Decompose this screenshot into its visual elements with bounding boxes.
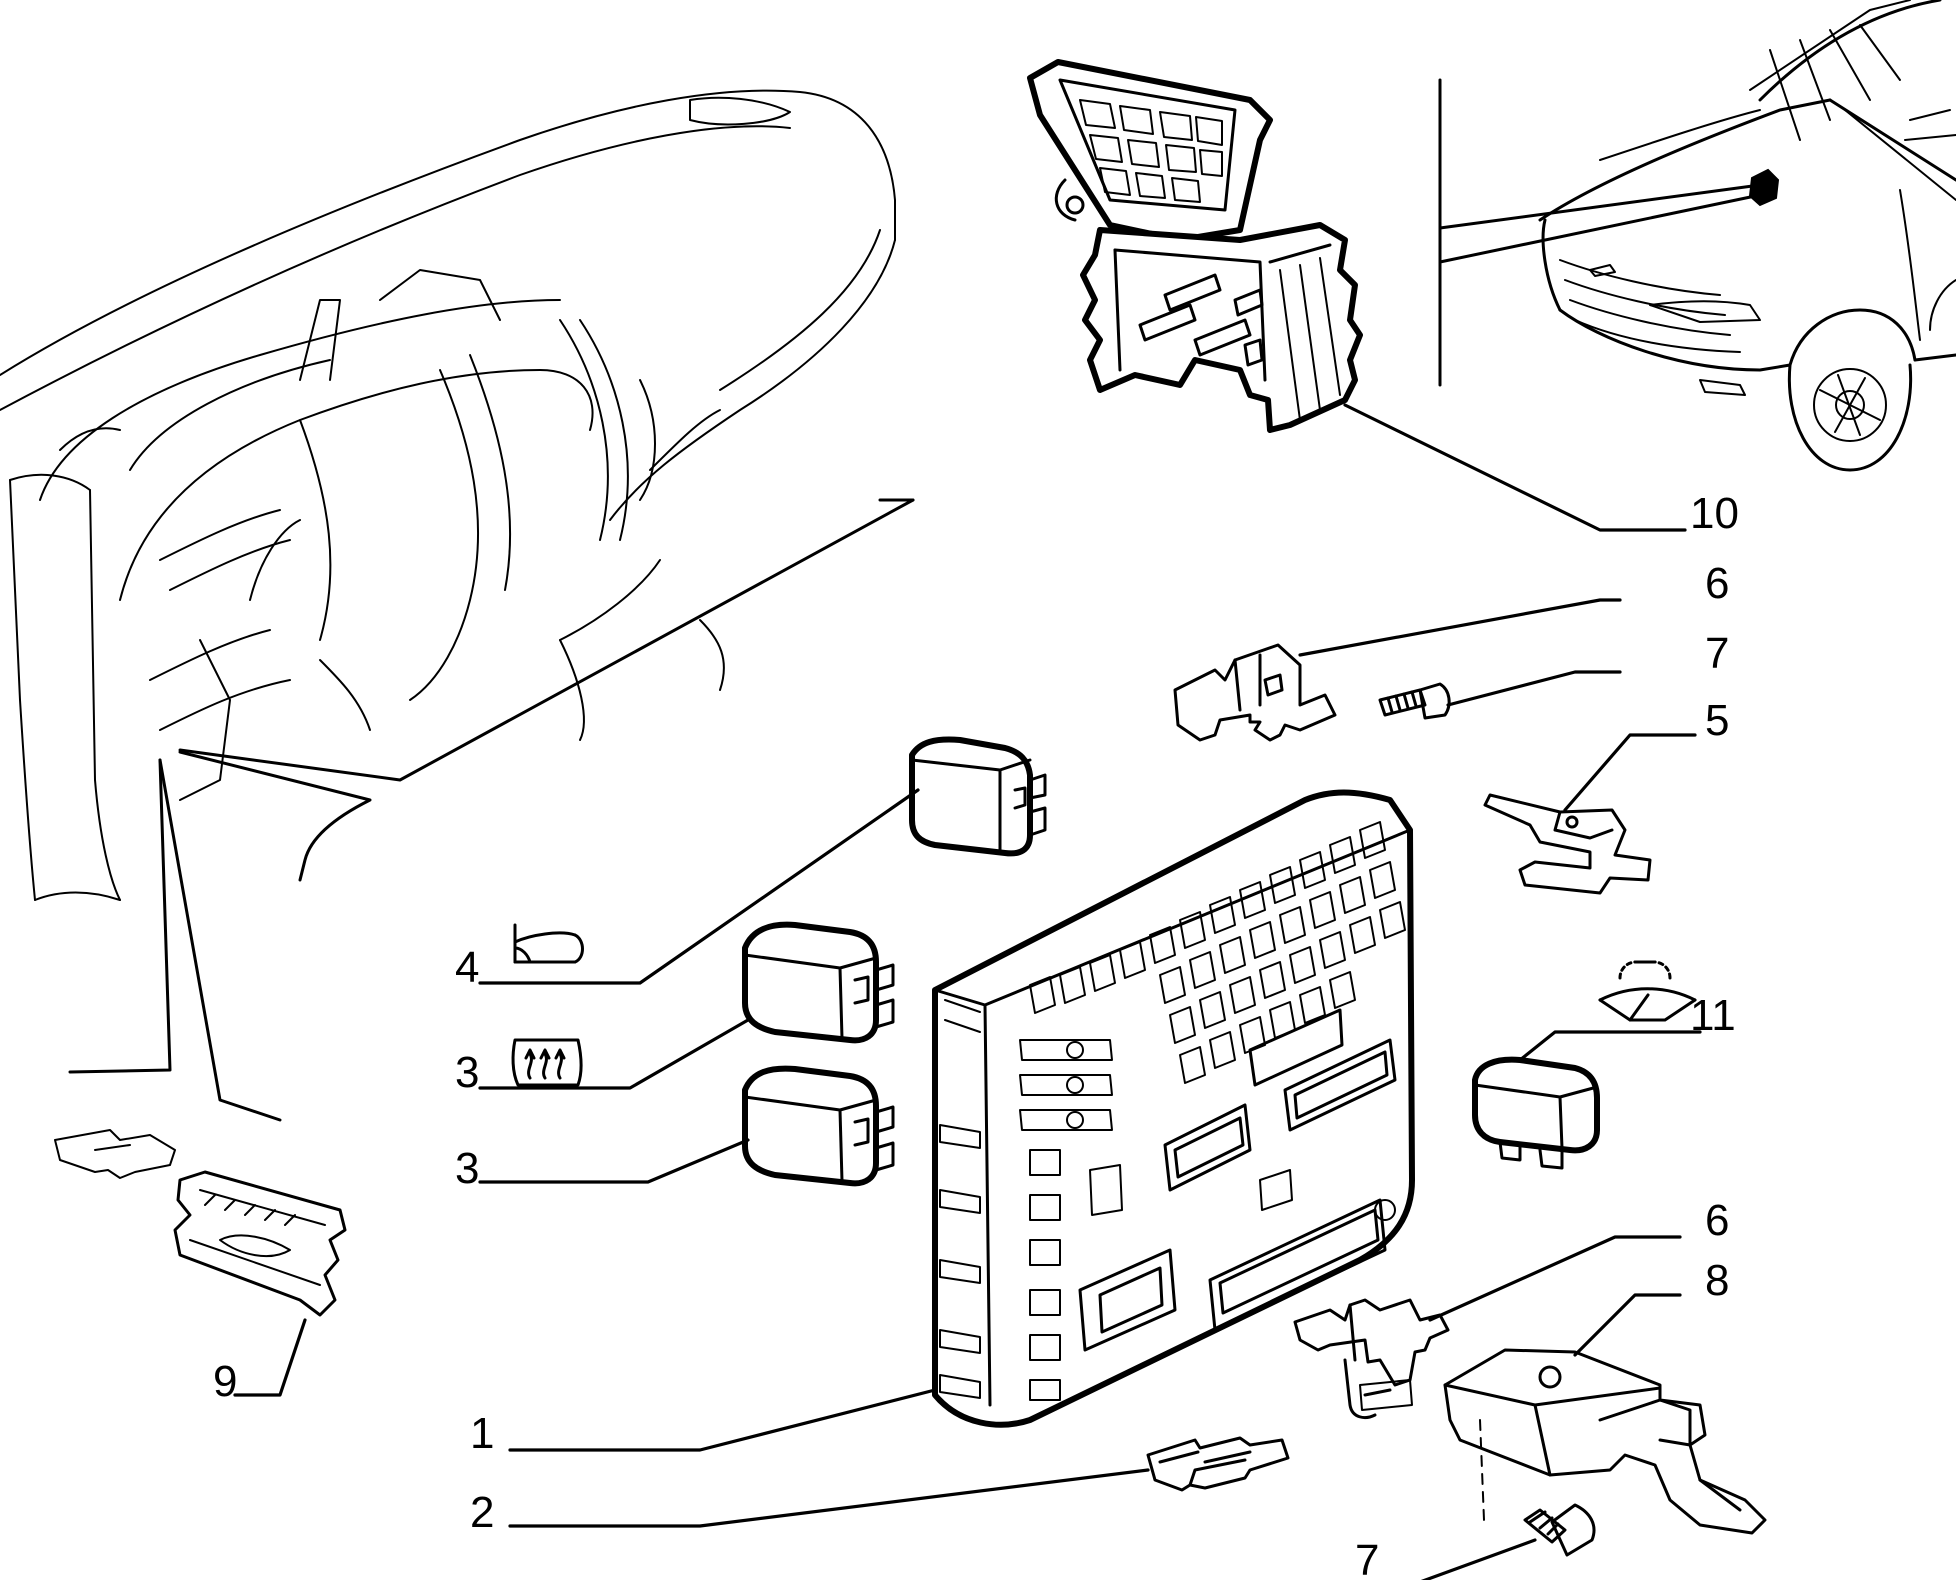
leader-4 <box>478 788 920 985</box>
part-5-clip <box>1483 793 1652 895</box>
part-8-module <box>1443 1348 1767 1535</box>
leader-7-lower <box>1420 1538 1537 1580</box>
leader-11 <box>1518 1030 1702 1062</box>
rear-window-defrost-icon <box>511 1038 583 1087</box>
part-4-relay-horn <box>909 736 1047 857</box>
callout-3-lower: 3 <box>455 1144 479 1193</box>
dashboard-sketch <box>0 89 896 901</box>
part-9-fuse-holder <box>54 1129 347 1317</box>
callout-8: 8 <box>1705 1256 1729 1305</box>
callout-4: 4 <box>455 943 479 992</box>
part-1-fusebox <box>932 789 1415 1428</box>
leader-10 <box>1343 403 1687 532</box>
leader-2 <box>508 1468 1150 1528</box>
leader-6-lower <box>1428 1235 1682 1322</box>
callout-1: 1 <box>470 1409 494 1458</box>
callout-6-lower: 6 <box>1705 1196 1729 1245</box>
callout-6-upper: 6 <box>1705 559 1729 608</box>
part-6-bracket-lower <box>1293 1298 1450 1419</box>
leader-6-upper <box>1298 598 1622 657</box>
part-11-relay-wiper <box>1472 1056 1600 1170</box>
leader-8 <box>1573 1293 1682 1357</box>
part-3-relay-defrost <box>742 921 895 1044</box>
windscreen-washer-icon <box>1598 960 1697 1022</box>
callout-5: 5 <box>1705 696 1729 745</box>
callout-11: 11 <box>1690 991 1736 1040</box>
part-10-fusebox-cover <box>1027 59 1363 433</box>
part-7-screw-lower <box>1523 1503 1596 1557</box>
callout-10: 10 <box>1690 489 1739 538</box>
part-6-bracket-upper <box>1173 643 1337 742</box>
leader-1 <box>508 1388 937 1452</box>
car-location-view <box>1438 0 1956 472</box>
callout-9: 9 <box>213 1357 237 1406</box>
callout-7-lower: 7 <box>1355 1536 1379 1580</box>
part-7-screw-upper <box>1378 682 1451 720</box>
leader-9 <box>233 1318 307 1397</box>
callout-2: 2 <box>470 1488 494 1537</box>
dashboard-leader-lines <box>68 498 915 1122</box>
callout-labels: 10 6 7 5 4 3 3 11 6 8 9 1 2 7 <box>213 489 1739 1580</box>
leader-5 <box>1563 733 1697 812</box>
leader-3-upper <box>478 1018 750 1090</box>
part-3-relay-lower <box>742 1065 895 1187</box>
leader-3-lower <box>478 1138 750 1184</box>
callout-3-upper: 3 <box>455 1048 479 1097</box>
leader-7-upper <box>1446 670 1622 707</box>
horn-icon <box>513 923 584 964</box>
location-marker <box>1748 168 1780 207</box>
part-2-fuse <box>1146 1436 1290 1492</box>
callout-7-upper: 7 <box>1705 629 1729 678</box>
